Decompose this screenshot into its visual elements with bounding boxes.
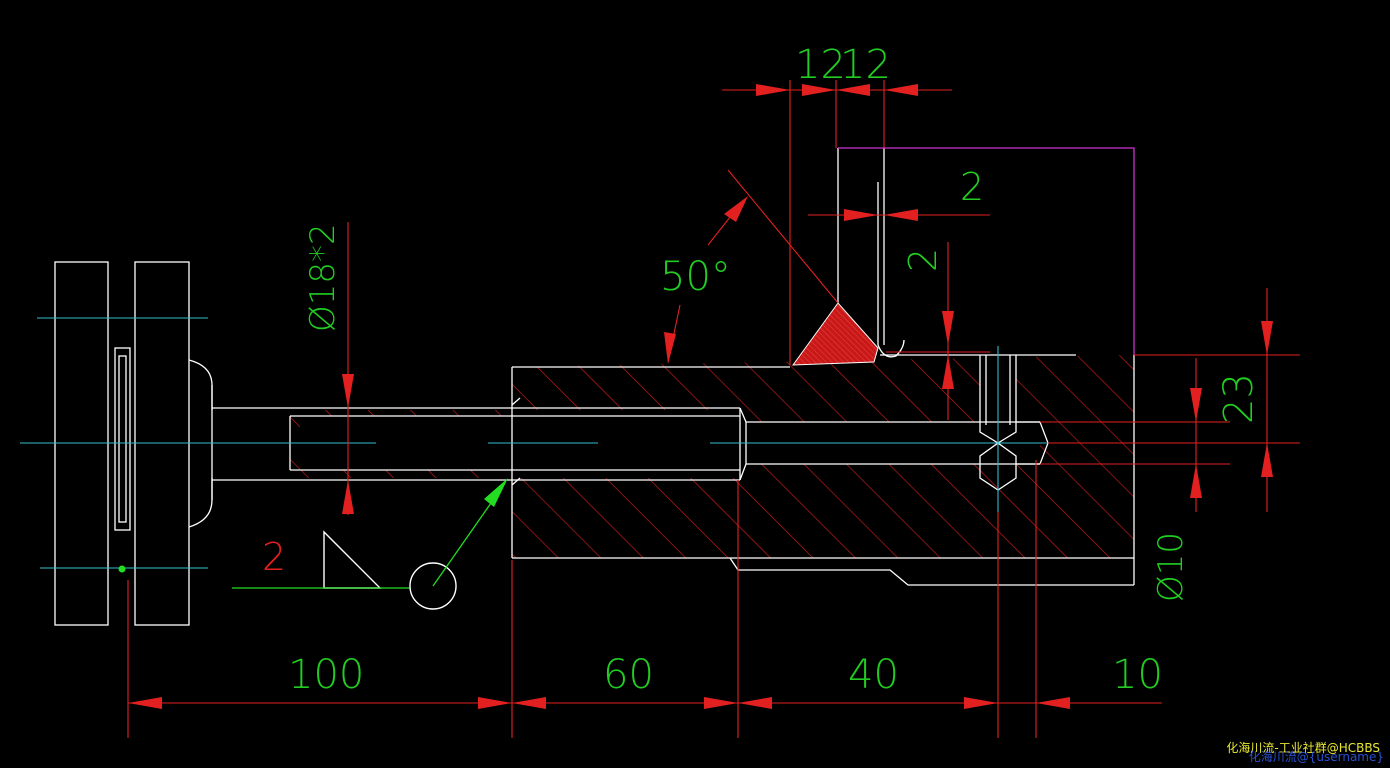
dim-height-23: 23 (1216, 373, 1262, 424)
dimension-labels: 100 60 40 10 12 12 2 50° 2 Ø18*2 23 Ø10 (288, 42, 1262, 698)
weld-bead (791, 302, 879, 366)
center-point (118, 565, 126, 573)
weld-size-label: 2 (262, 535, 286, 579)
weld-symbol: 2 (232, 478, 508, 610)
hatched-body (290, 355, 1134, 558)
flange-hub-inner (118, 355, 127, 523)
dim-length-10: 10 (1112, 652, 1163, 698)
dim-length-40: 40 (848, 652, 899, 698)
dim-length-100: 100 (288, 652, 364, 698)
watermark-user: 化海川流@{username} (1248, 750, 1384, 764)
work-frame (838, 147, 1135, 355)
flange-hub-outer (114, 347, 131, 531)
dim-bore-10: Ø10 (1151, 532, 1191, 602)
dim-offset-horizontal: 2 (960, 165, 984, 209)
dim-thread-18x2: Ø18*2 (303, 223, 343, 332)
weld-symbol-triangle (323, 530, 382, 589)
dim-offset-vertical: 2 (901, 248, 945, 272)
shaft (212, 407, 747, 481)
vertical-tube (837, 148, 905, 358)
watermark-site: 化海川流-工业社群@HCBBS (1226, 741, 1380, 755)
weld-leader-arrow (484, 478, 508, 507)
flange-boss (188, 359, 213, 528)
dim-angle-50: 50° (660, 254, 731, 300)
dimension-arrows (128, 84, 1273, 709)
dim-length-60: 60 (603, 652, 654, 698)
body-outline (511, 354, 1135, 586)
dim-top-12-right: 12 (840, 42, 891, 88)
dim-top-12-left: 12 (795, 42, 846, 88)
weld-all-around-circle (409, 562, 457, 610)
dimension-lines (127, 80, 1300, 738)
